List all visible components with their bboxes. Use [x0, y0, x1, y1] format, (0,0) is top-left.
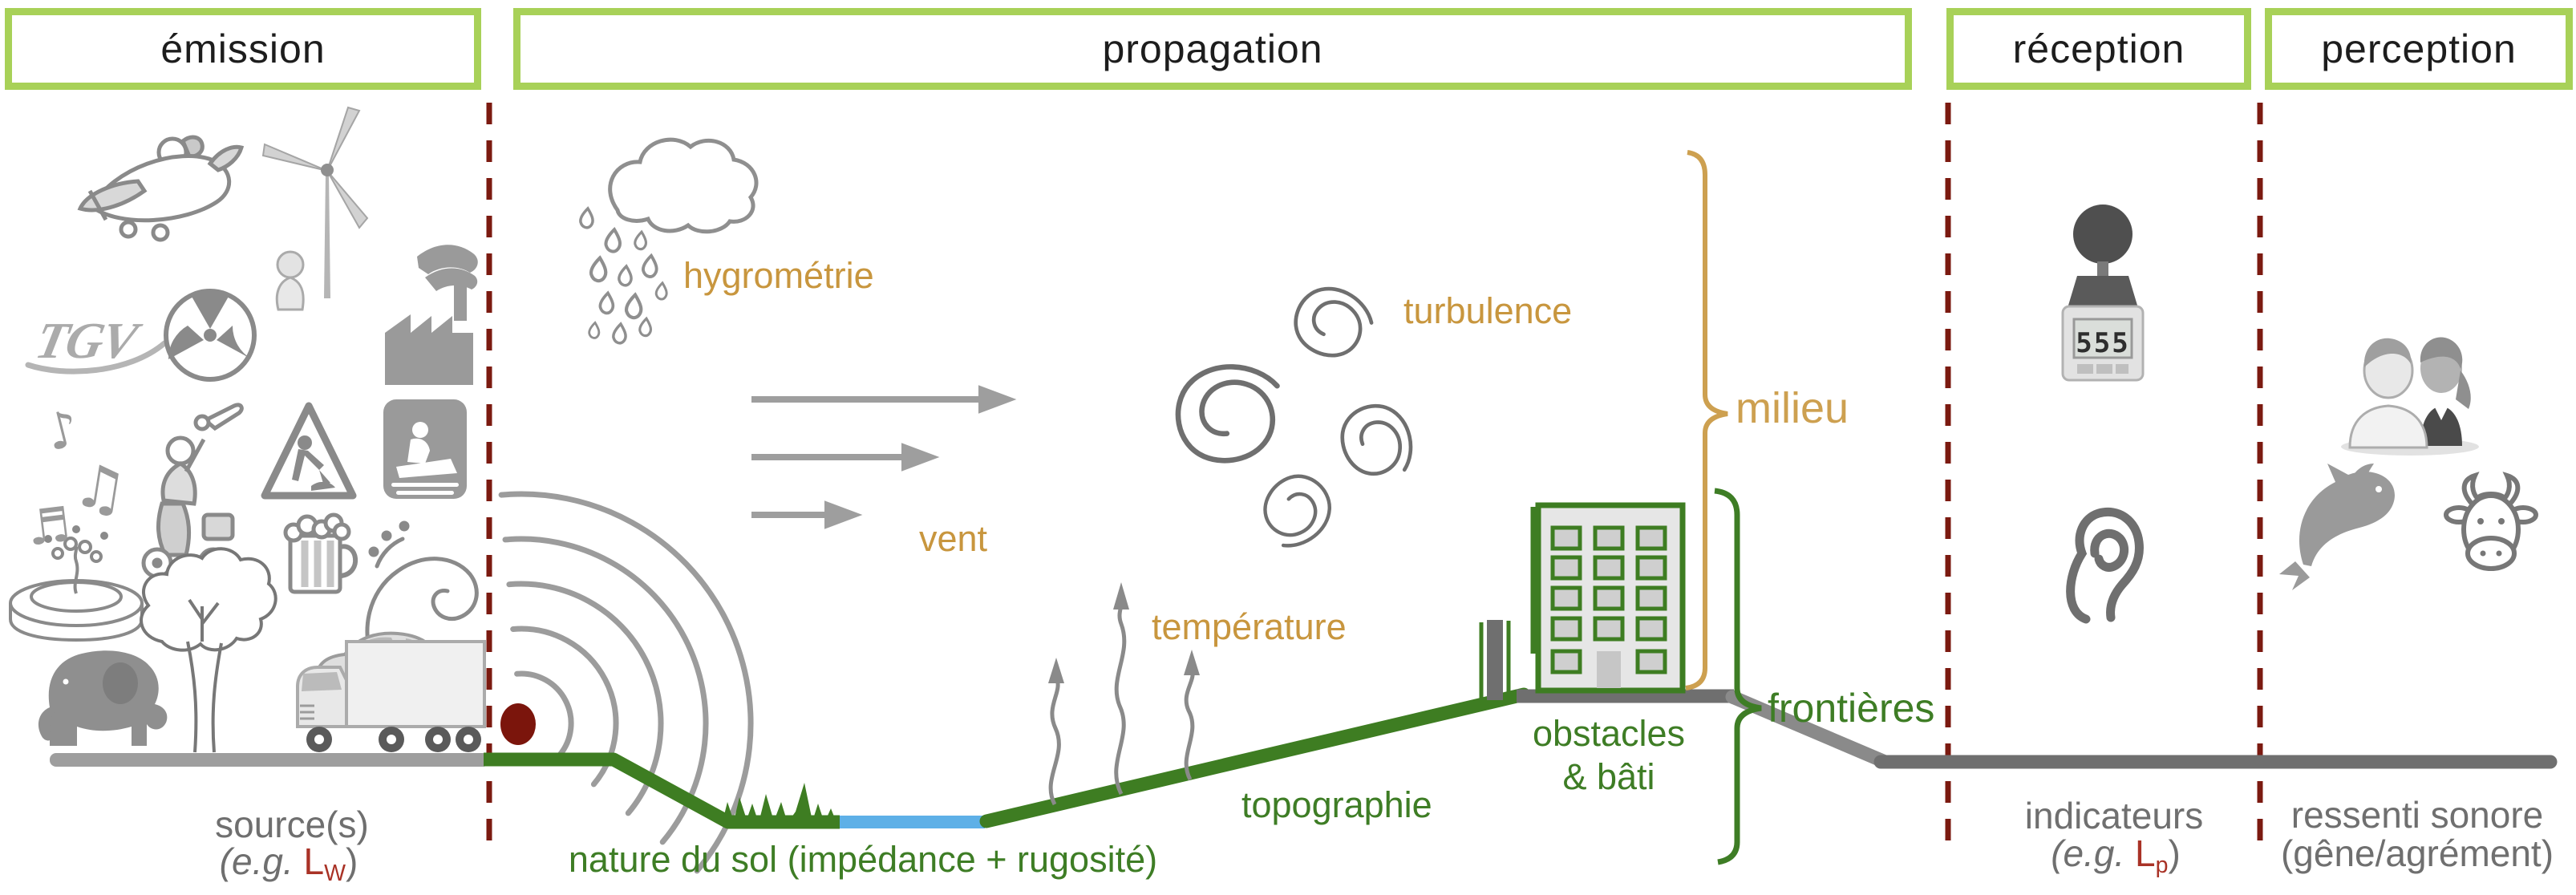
header-propagation: propagation [513, 8, 1912, 90]
building-door [1597, 651, 1621, 688]
figure-head [276, 250, 305, 279]
ground-emission [50, 753, 489, 767]
emission-collage [9, 106, 486, 753]
emission-caption-line2: (e.g. LW) [219, 840, 358, 886]
temperature-arrows-icon [1048, 582, 1200, 806]
caption-close: ) [2168, 832, 2181, 874]
grass-icon [722, 783, 837, 824]
source-dot [500, 703, 536, 745]
header-reception: réception [1946, 8, 2251, 90]
tgv-logo: TGV [30, 312, 141, 369]
noise-barrier-icon [1479, 620, 1511, 700]
ground-propagation-left [484, 752, 840, 829]
topographie-label: topographie [1241, 784, 1432, 825]
sound-waves-icon [498, 491, 754, 874]
header-perception-label: perception [2321, 26, 2517, 71]
eg-text: (e.g. [219, 840, 294, 882]
perception-caption-line1: ressenti sonore [2290, 794, 2544, 836]
eg-text: (e.g. [2051, 832, 2125, 874]
header-propagation-label: propagation [1102, 26, 1323, 71]
ground-slope-up [979, 687, 1531, 828]
rain-cloud-icon [608, 137, 759, 234]
rain-drops-icon [579, 206, 668, 345]
figure-body [275, 276, 305, 311]
ear-icon [2066, 508, 2144, 624]
radioactive-icon [164, 289, 257, 382]
reception-caption-line2: (e.g. Lp) [2051, 832, 2181, 878]
dolphin-icon [2279, 464, 2395, 590]
frontieres-brace [1714, 488, 1762, 865]
obstacles-label-line1: obstacles [1532, 713, 1686, 754]
water-icon [840, 816, 985, 828]
fountain-icon [9, 525, 144, 642]
tgv-swoosh-icon [25, 340, 168, 375]
meter-display: 555 [2076, 327, 2130, 359]
header-emission: émission [5, 8, 481, 90]
emission-caption-line1: source(s) [215, 804, 369, 845]
reception-caption-line1: indicateurs [2024, 795, 2204, 836]
wind-arrows-icon [751, 385, 1017, 529]
turbulence-swirls-icon [1175, 286, 1413, 548]
tree-icon [140, 547, 277, 753]
roadworks-sign-icon [261, 402, 357, 500]
cow-icon [2444, 472, 2538, 571]
horn-icon [201, 403, 244, 431]
frontieres-label: frontières [1768, 686, 1935, 731]
obstacles-label-line2: & bâti [1562, 756, 1655, 797]
truck-icon [296, 640, 486, 752]
perception-caption-line2: (gêne/agrément) [2280, 832, 2554, 874]
elephant-icon [38, 650, 168, 746]
beer-icon [283, 512, 358, 594]
nature-du-sol-label: nature du sol (impédance + rugosité) [568, 839, 1158, 880]
header-perception: perception [2265, 8, 2573, 90]
people-couple-icon [2341, 337, 2479, 456]
building-icon [1535, 502, 1686, 694]
vent-label: vent [919, 518, 988, 559]
sound-level-meter-icon [2061, 205, 2145, 382]
wind-turbine-icon [261, 106, 369, 311]
section-separators [486, 103, 2263, 857]
plane-icon [77, 135, 245, 242]
factory-icon [385, 245, 478, 385]
hygrometrie-label: hygrométrie [683, 255, 874, 296]
music-note-icon: ♬ [23, 496, 74, 558]
header-reception-label: réception [2012, 26, 2185, 71]
temperature-label: température [1152, 606, 1347, 647]
scooter-icon [141, 403, 244, 579]
turbulence-label: turbulence [1403, 290, 1573, 331]
lp-symbol: Lp [2135, 832, 2169, 878]
milieu-label: milieu [1736, 384, 1849, 432]
music-note-icon: ♫ [68, 450, 132, 527]
lw-symbol: LW [303, 840, 346, 886]
jetski-sign-icon [383, 399, 467, 499]
header-emission-label: émission [160, 26, 326, 71]
milieu-brace [1685, 150, 1728, 690]
caption-close: ) [346, 840, 358, 882]
